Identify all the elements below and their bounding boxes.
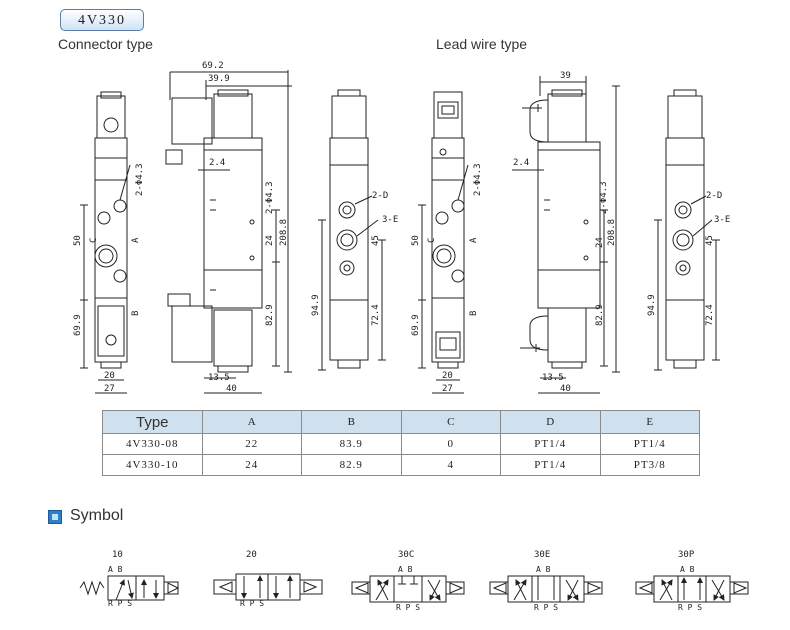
cell-b: 83.9 (301, 433, 402, 455)
dim-40-b: 40 (560, 384, 571, 394)
symbol-30e-top-ports: A B (536, 565, 551, 574)
header-type: Type (102, 410, 203, 434)
dim-2phi43-b: 2-Φ4.3 (265, 181, 275, 214)
cell-a: 22 (201, 433, 302, 455)
technical-drawings: 50 69.9 C A B 2-Φ4.3 20 27 (73, 61, 730, 394)
dim-2phi43-a: 2-Φ4.3 (135, 163, 145, 196)
dim-13-5-a: 13.5 (208, 373, 230, 383)
symbol-10-bottom-ports: R P S (108, 599, 132, 608)
square-bullet-icon (48, 510, 62, 524)
cell-a: 24 (201, 454, 302, 476)
header-a: A (201, 410, 302, 434)
cell-d: PT1/4 (500, 433, 601, 455)
view-connector-side (165, 70, 292, 394)
table-row: 4V330-10 24 82.9 4 PT1/4 PT3/8 (102, 454, 700, 476)
dim-3-e-a: 3-E (382, 215, 398, 225)
caption-lead-wire-type: Lead wire type (436, 36, 528, 52)
dim-b-b: B (469, 311, 479, 316)
dim-24-a: 24 (265, 235, 275, 246)
dim-40-a: 40 (226, 384, 237, 394)
dim-82-9-b: 82.9 (595, 304, 605, 326)
spec-table-header: Type A B C D E (102, 410, 700, 434)
dim-39: 39 (560, 71, 571, 81)
dim-69-2: 69.2 (202, 61, 224, 71)
valve-symbols: 10 A B R P S 20 R P S 30C A B R P S (79, 550, 749, 612)
symbol-title: Symbol (70, 507, 124, 524)
dim-94-9-b: 94.9 (647, 294, 657, 316)
view-leadwire-side (512, 76, 620, 394)
dim-50-b: 50 (411, 235, 421, 246)
dim-27-a: 27 (104, 384, 115, 394)
view-connector-front (80, 91, 131, 394)
symbol-20-bottom-ports: R P S (240, 599, 264, 608)
symbol-30e-name: 30E (534, 550, 550, 560)
valve-symbol-20 (213, 573, 323, 601)
dim-94-9-a: 94.9 (311, 294, 321, 316)
dim-20-a: 20 (104, 371, 115, 381)
dim-72-4-a: 72.4 (371, 304, 381, 326)
dim-208-8-b: 208.8 (607, 219, 617, 246)
dim-2phi43-d: 2-Φ4.3 (599, 181, 609, 214)
dim-27-b: 27 (442, 384, 453, 394)
dim-72-4-b: 72.4 (705, 304, 715, 326)
spec-table: Type A B C D E 4V330-08 22 83.9 0 PT1/4 … (102, 410, 700, 476)
symbol-20-name: 20 (246, 550, 257, 560)
valve-symbol-30p (635, 575, 749, 603)
dim-24-b: 24 (595, 237, 605, 248)
dim-c-b: C (427, 238, 437, 243)
symbol-30c-name: 30C (398, 550, 414, 560)
dim-45-a: 45 (371, 235, 381, 246)
dim-69-9-a: 69.9 (73, 314, 83, 336)
dim-20-b: 20 (442, 371, 453, 381)
dim-50-a: 50 (73, 235, 83, 246)
model-badge: 4V330 (60, 9, 144, 31)
cell-e: PT3/8 (599, 454, 700, 476)
dim-c-a: C (89, 238, 99, 243)
cell-c: 4 (400, 454, 501, 476)
dim-69-9-b: 69.9 (411, 314, 421, 336)
view-connector-ports (318, 89, 386, 371)
dim-3-e-b: 3-E (714, 215, 730, 225)
header-d: D (500, 410, 601, 434)
table-row: 4V330-08 22 83.9 0 PT1/4 PT1/4 (102, 433, 700, 455)
valve-symbol-10 (79, 575, 180, 601)
cell-e: PT1/4 (599, 433, 700, 455)
header-e: E (599, 410, 700, 434)
valve-symbol-30e (489, 575, 603, 603)
symbol-30c-bottom-ports: R P S (396, 603, 420, 612)
dim-2-d-b: 2-D (706, 191, 722, 201)
symbol-30p-bottom-ports: R P S (678, 603, 702, 612)
dim-b-a: B (131, 311, 141, 316)
symbol-30c-top-ports: A B (398, 565, 413, 574)
dim-a-b: A (469, 237, 479, 243)
caption-connector-type: Connector type (58, 36, 153, 52)
symbol-30p-name: 30P (678, 550, 695, 560)
dim-2-4-a: 2.4 (209, 158, 225, 168)
dim-45-b: 45 (705, 235, 715, 246)
symbol-10-top-ports: A B (108, 565, 123, 574)
dim-2-d-a: 2-D (372, 191, 388, 201)
cell-d: PT1/4 (500, 454, 601, 476)
header-b: B (301, 410, 402, 434)
cell-b: 82.9 (301, 454, 402, 476)
cell-type: 4V330-08 (102, 433, 203, 455)
dim-82-9-a: 82.9 (265, 304, 275, 326)
symbol-10-name: 10 (112, 550, 123, 560)
dim-13-5-b: 13.5 (542, 373, 564, 383)
dim-2-4-b: 2.4 (513, 158, 529, 168)
cell-type: 4V330-10 (102, 454, 203, 476)
symbol-30p-top-ports: A B (680, 565, 695, 574)
view-leadwire-ports (654, 89, 720, 371)
header-c: C (400, 410, 501, 434)
dim-39-9: 39.9 (208, 74, 230, 84)
view-leadwire-front (418, 91, 469, 394)
dim-a-a: A (131, 237, 141, 243)
symbol-30e-bottom-ports: R P S (534, 603, 558, 612)
valve-symbol-30c (351, 575, 465, 603)
dim-208-8-a: 208.8 (279, 219, 289, 246)
cell-c: 0 (400, 433, 501, 455)
dim-2phi43-c: 2-Φ4.3 (473, 163, 483, 196)
